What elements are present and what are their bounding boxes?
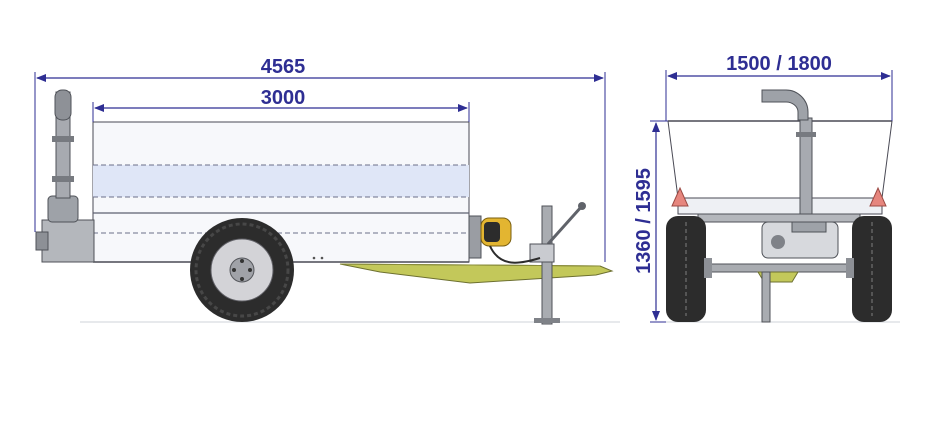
total-length-label: 4565 — [261, 56, 306, 78]
hub-nut-3 — [240, 277, 244, 281]
front-pipe-elbow — [761, 89, 809, 121]
front-tank-base — [677, 197, 883, 215]
tire-tread-ring — [194, 222, 290, 318]
reflector-left — [671, 186, 689, 207]
front-pump-port — [771, 235, 785, 249]
drawbar-edge — [339, 263, 601, 267]
pump-motor — [47, 195, 79, 223]
side-view: 4565 3000 — [34, 56, 620, 325]
jack-foot — [534, 318, 560, 323]
width-label: 1500 / 1800 — [726, 53, 832, 75]
tank-length-label: 3000 — [261, 87, 306, 109]
drawbar — [339, 263, 614, 284]
pump-housing — [41, 219, 95, 263]
exhaust-top — [54, 89, 72, 121]
front-axle — [699, 263, 861, 273]
front-jack — [761, 271, 771, 323]
front-pipe-clamp — [796, 132, 816, 137]
front-hub-right — [846, 258, 854, 278]
hub-nut-1 — [240, 259, 244, 263]
exhaust-clamp-2 — [52, 176, 74, 182]
side-wheel — [190, 218, 294, 322]
pump-cap — [35, 231, 49, 251]
front-wheel-right — [852, 216, 892, 322]
hub-nut-2 — [248, 268, 252, 272]
exhaust-clamp — [52, 136, 74, 142]
front-hub-left — [704, 258, 712, 278]
tank-bolt-2 — [320, 256, 324, 260]
hub — [229, 257, 255, 283]
hub-nut-4 — [232, 268, 236, 272]
hitch-light-face — [484, 222, 500, 242]
front-wheel-left — [666, 216, 706, 322]
front-frame — [697, 213, 861, 223]
hose — [489, 245, 541, 264]
jack-handle — [546, 204, 584, 246]
jack-post — [541, 205, 553, 325]
reflector-right — [869, 186, 887, 207]
tank-band — [93, 165, 469, 197]
front-view: 1500 / 1800 1360 / 1595 — [633, 53, 900, 323]
jack-handle-knob — [578, 202, 586, 210]
jack-bracket — [529, 243, 555, 263]
tank-bolt-1 — [312, 256, 316, 260]
height-label: 1360 / 1595 — [633, 168, 655, 274]
front-cap — [468, 215, 482, 259]
front-tank — [667, 120, 893, 199]
